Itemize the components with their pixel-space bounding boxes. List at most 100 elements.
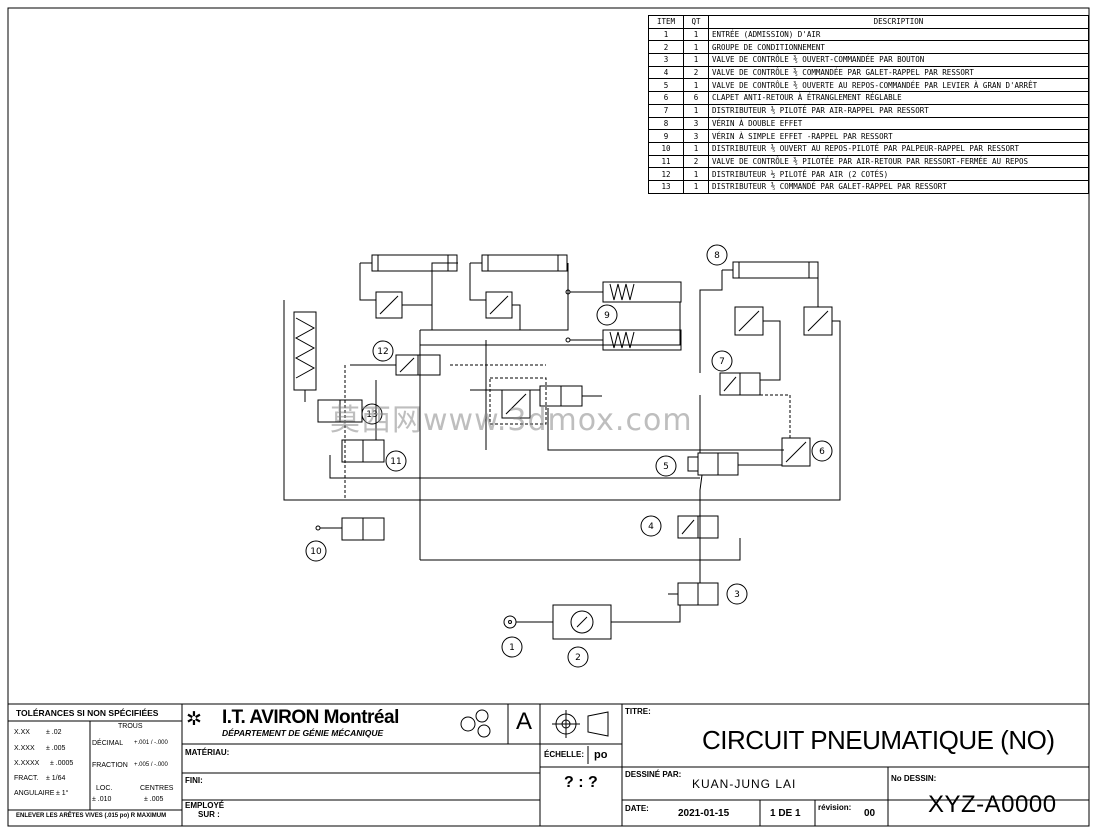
conditioning-unit: [552, 604, 612, 640]
bom-cell-desc: GROUPE DE CONDITIONNEMENT: [708, 40, 1089, 55]
scale-value: ? : ?: [564, 774, 598, 791]
tol-angular: ANGULAIRE: [14, 790, 55, 797]
drawing-frame: [7, 7, 1090, 827]
tol-xx-value: ± .02: [46, 729, 62, 736]
designer-name: KUAN-JUNG LAI: [692, 777, 797, 791]
callout-circle-3: [726, 583, 748, 605]
tol-fract: FRACT.: [14, 775, 39, 782]
centres-label: CENTRES: [140, 785, 174, 792]
holes-label: TROUS: [118, 723, 143, 730]
title-block-lines: [8, 703, 1089, 826]
revision-label: révision:: [818, 803, 852, 812]
watermark: 莫西网www.3dmox.com: [330, 403, 693, 438]
tol-xxx-value: ± .005: [46, 745, 66, 752]
tol-xxx: X.XXX: [14, 745, 35, 752]
flow-control-valve-b: [485, 291, 513, 319]
bom-cell-item: 2: [648, 40, 684, 55]
edges-note: ENLEVER LES ARÊTES VIVES (.015 po) R MAX…: [16, 813, 167, 819]
callout-8: 8: [714, 251, 720, 261]
loc-label: LOC.: [96, 785, 113, 792]
callout-3: 3: [734, 590, 740, 600]
drawing-number: XYZ-A0000: [928, 791, 1057, 818]
flow-control-valve-d: [803, 306, 833, 336]
callout-circle-10: [305, 540, 327, 562]
on-label: SUR :: [198, 810, 220, 819]
callout-1: 1: [509, 643, 515, 653]
tol-xx: X.XX: [14, 729, 30, 736]
valve-10-symbol: [315, 517, 385, 541]
department-name: DÉPARTEMENT DE GÉNIE MÉCANIQUE: [222, 728, 384, 738]
callout-12: 12: [377, 347, 388, 357]
sheet-count: 1 DE 1: [770, 808, 801, 819]
sheet-size: A: [516, 708, 533, 735]
valve-4-symbol: [677, 515, 719, 539]
callout-circle-5: [655, 455, 677, 477]
double-acting-cylinder-right: [722, 261, 819, 279]
bom-cell-desc: DISTRIBUTEUR ⅗ COMMANDÉ PAR GALET-RAPPEL…: [708, 179, 1089, 194]
pneumatic-lines: [283, 262, 841, 623]
tol-xxxx: X.XXXX: [14, 760, 40, 767]
loc-value: ± .010: [92, 796, 112, 803]
double-acting-cylinder-middle: [470, 254, 568, 272]
scale-label: ÉCHELLE:: [544, 750, 584, 759]
callout-circle-11: [385, 450, 407, 472]
callout-2: 2: [575, 653, 581, 663]
finish-label: FINI:: [185, 776, 203, 785]
fraction-value: +.005 / -.000: [134, 762, 168, 768]
callout-7: 7: [719, 357, 725, 367]
centres-value: ± .005: [144, 796, 164, 803]
callout-labels: 1 2 3 4 5 6 7 8 9 10 11 12 13: [310, 251, 825, 663]
company-name: I.T. AVIRON Montréal: [222, 707, 399, 728]
flow-control-valve-e: [781, 437, 811, 467]
callout-10: 10: [310, 547, 322, 557]
bom-cell-item: 1: [648, 27, 684, 42]
callout-11: 11: [390, 457, 401, 467]
callout-circle-13: [361, 403, 383, 425]
drawing-date: 2021-01-15: [678, 808, 730, 819]
callout-circle-7: [711, 350, 733, 372]
decimal-label: DÉCIMAL: [92, 740, 124, 747]
valve-3-symbol: [668, 582, 719, 606]
drawing-title: CIRCUIT PNEUMATIQUE (NO): [702, 725, 1055, 755]
employee-label: EMPLOYÉ: [185, 801, 225, 810]
tol-xxxx-value: ± .0005: [50, 760, 74, 767]
callout-circle-12: [372, 340, 394, 362]
callout-4: 4: [648, 522, 654, 532]
single-acting-cylinder-bottom: [565, 329, 682, 351]
valve-11-symbol: [341, 439, 385, 463]
scale-unit: po: [594, 749, 608, 761]
vertical-cylinder-left: [293, 311, 317, 402]
material-label: MATÉRIAU:: [185, 748, 230, 757]
decimal-value: +.001 / -.000: [134, 740, 168, 746]
title-label: TITRE:: [625, 707, 651, 716]
bom-cell-qty: 1: [683, 40, 709, 55]
revision-number: 00: [864, 808, 876, 819]
bom-header-row: ITEM QT DESCRIPTION: [648, 15, 1089, 29]
callout-circle-6: [811, 440, 833, 462]
tol-fract-value: ± 1/64: [46, 775, 66, 782]
drawing-number-label: No DESSIN:: [891, 774, 937, 783]
callout-5: 5: [663, 462, 669, 472]
bom-cell-desc: ENTRÉE (ADMISSION) D'AIR: [708, 27, 1089, 42]
valve-5-symbol: [687, 452, 739, 476]
date-label: DATE:: [625, 804, 649, 813]
tolerances-title: TOLÉRANCES SI NON SPÉCIFIÉES: [16, 708, 159, 718]
callout-circle-1: [501, 636, 523, 658]
company-logo-icon: ✲: [186, 709, 202, 730]
tol-angular-value: ± 1°: [56, 790, 69, 797]
valve-12-symbol: [395, 354, 441, 376]
drawn-by-label: DESSINÉ PAR:: [625, 770, 682, 779]
callout-6: 6: [819, 447, 825, 457]
callout-9: 9: [604, 311, 610, 321]
callout-circle-8: [706, 244, 728, 266]
fraction-label: FRACTION: [92, 762, 128, 769]
callout-circle-9: [596, 304, 618, 326]
